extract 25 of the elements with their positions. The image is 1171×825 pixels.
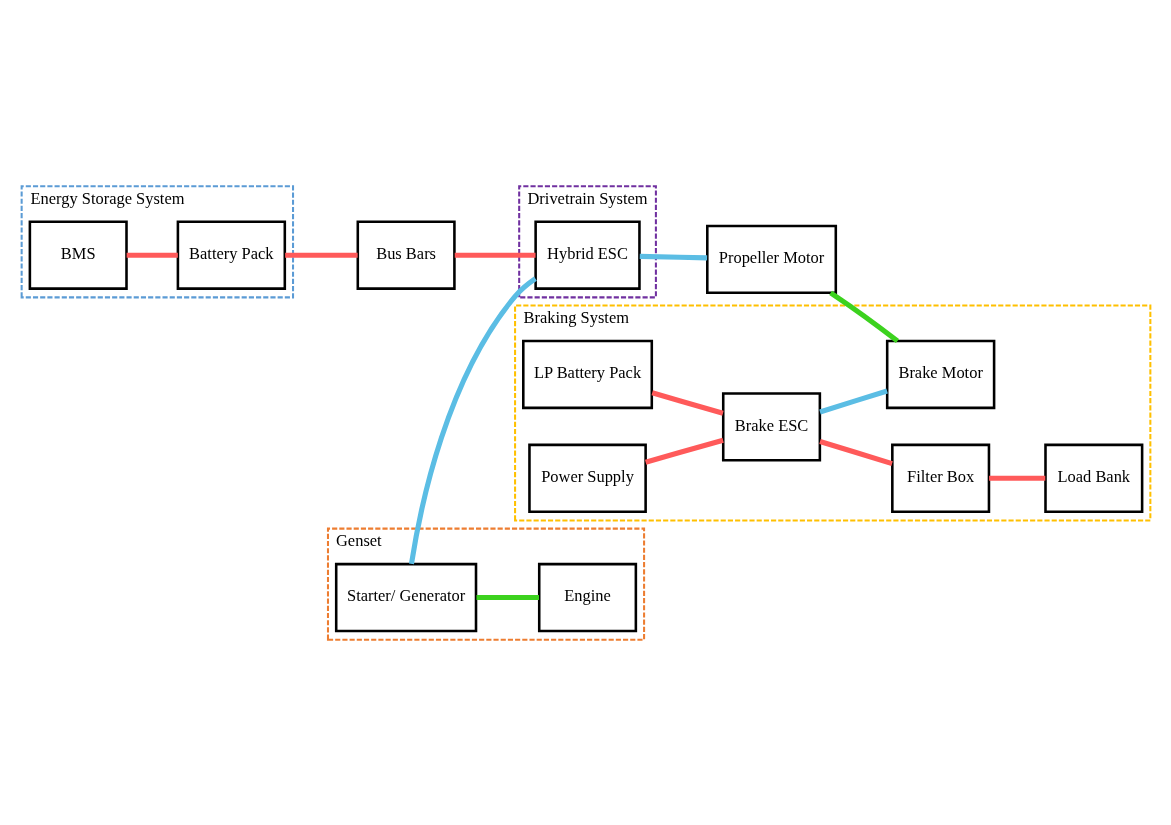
connector: [644, 437, 724, 465]
connector: [408, 275, 537, 564]
node-box: Hybrid ESC: [533, 220, 641, 290]
connector: [126, 252, 178, 258]
node-box: LP Battery Pack: [521, 339, 653, 409]
node-box: BMS: [28, 220, 128, 290]
node-box: Power Supply: [527, 443, 647, 513]
node-box: Load Bank: [1043, 443, 1143, 513]
node-box: Engine: [537, 562, 637, 632]
node-box: Filter Box: [890, 443, 990, 513]
connector: [651, 389, 724, 416]
connector: [828, 290, 899, 343]
node-box: Battery Pack: [176, 220, 286, 290]
connector: [818, 438, 893, 466]
connector: [284, 252, 358, 258]
connector: [639, 253, 707, 260]
connector: [476, 594, 539, 600]
connector: [988, 475, 1045, 481]
node-box: Bus Bars: [356, 220, 456, 290]
connector: [454, 252, 536, 258]
node-box: Brake ESC: [721, 391, 821, 462]
node-box: Brake Motor: [885, 339, 995, 409]
connector: [818, 388, 888, 414]
node-box: Starter/ Generator: [334, 562, 477, 632]
node-box: Propeller Motor: [705, 224, 837, 294]
